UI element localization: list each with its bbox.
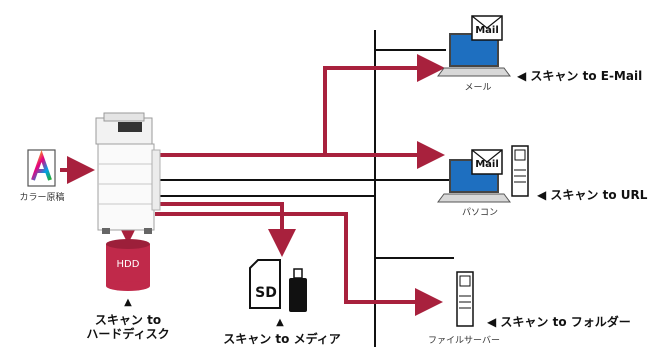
usb-memory-icon [289, 268, 307, 312]
arrow-to-email [158, 54, 445, 157]
scan-to-hdd-label-line1: スキャン to [94, 313, 162, 327]
device-label-server: ファイルサーバー [428, 336, 500, 346]
device-label-email: メール [464, 83, 492, 93]
mail-label-email: Mail [475, 25, 499, 36]
pc-tower-icon [511, 145, 529, 197]
multifunction-printer-icon [95, 112, 161, 234]
sd-label: SD [255, 285, 277, 301]
hdd-label: HDD [116, 259, 140, 270]
scan-to-media-label: スキャン to メディア [223, 332, 341, 346]
network-lines [155, 30, 454, 347]
up-marker-hdd: ▲ [124, 297, 132, 308]
scan-to-folder-label: ◀ スキャン to フォルダー [487, 315, 631, 329]
scan-to-url-label: ◀ スキャン to URL [537, 188, 648, 202]
arrow-to-media [155, 202, 296, 257]
sd-card-icon [249, 259, 281, 309]
file-server-icon [456, 271, 474, 327]
laptop-with-mail-icon [437, 149, 511, 203]
color-original-label: カラー原稿 [19, 193, 65, 203]
color-document-icon [27, 149, 56, 187]
arrow-to-folder [155, 212, 443, 316]
mail-label-pc: Mail [475, 159, 499, 170]
laptop-with-mail-icon [437, 15, 511, 77]
scan-to-hdd-label-line2: ハードディスク [86, 327, 170, 341]
up-marker-media: ▲ [276, 317, 284, 328]
hard-disk-icon [106, 239, 150, 291]
scan-to-email-label: ◀ スキャン to E-Mail [517, 69, 643, 83]
device-label-pc: パソコン [461, 208, 498, 218]
